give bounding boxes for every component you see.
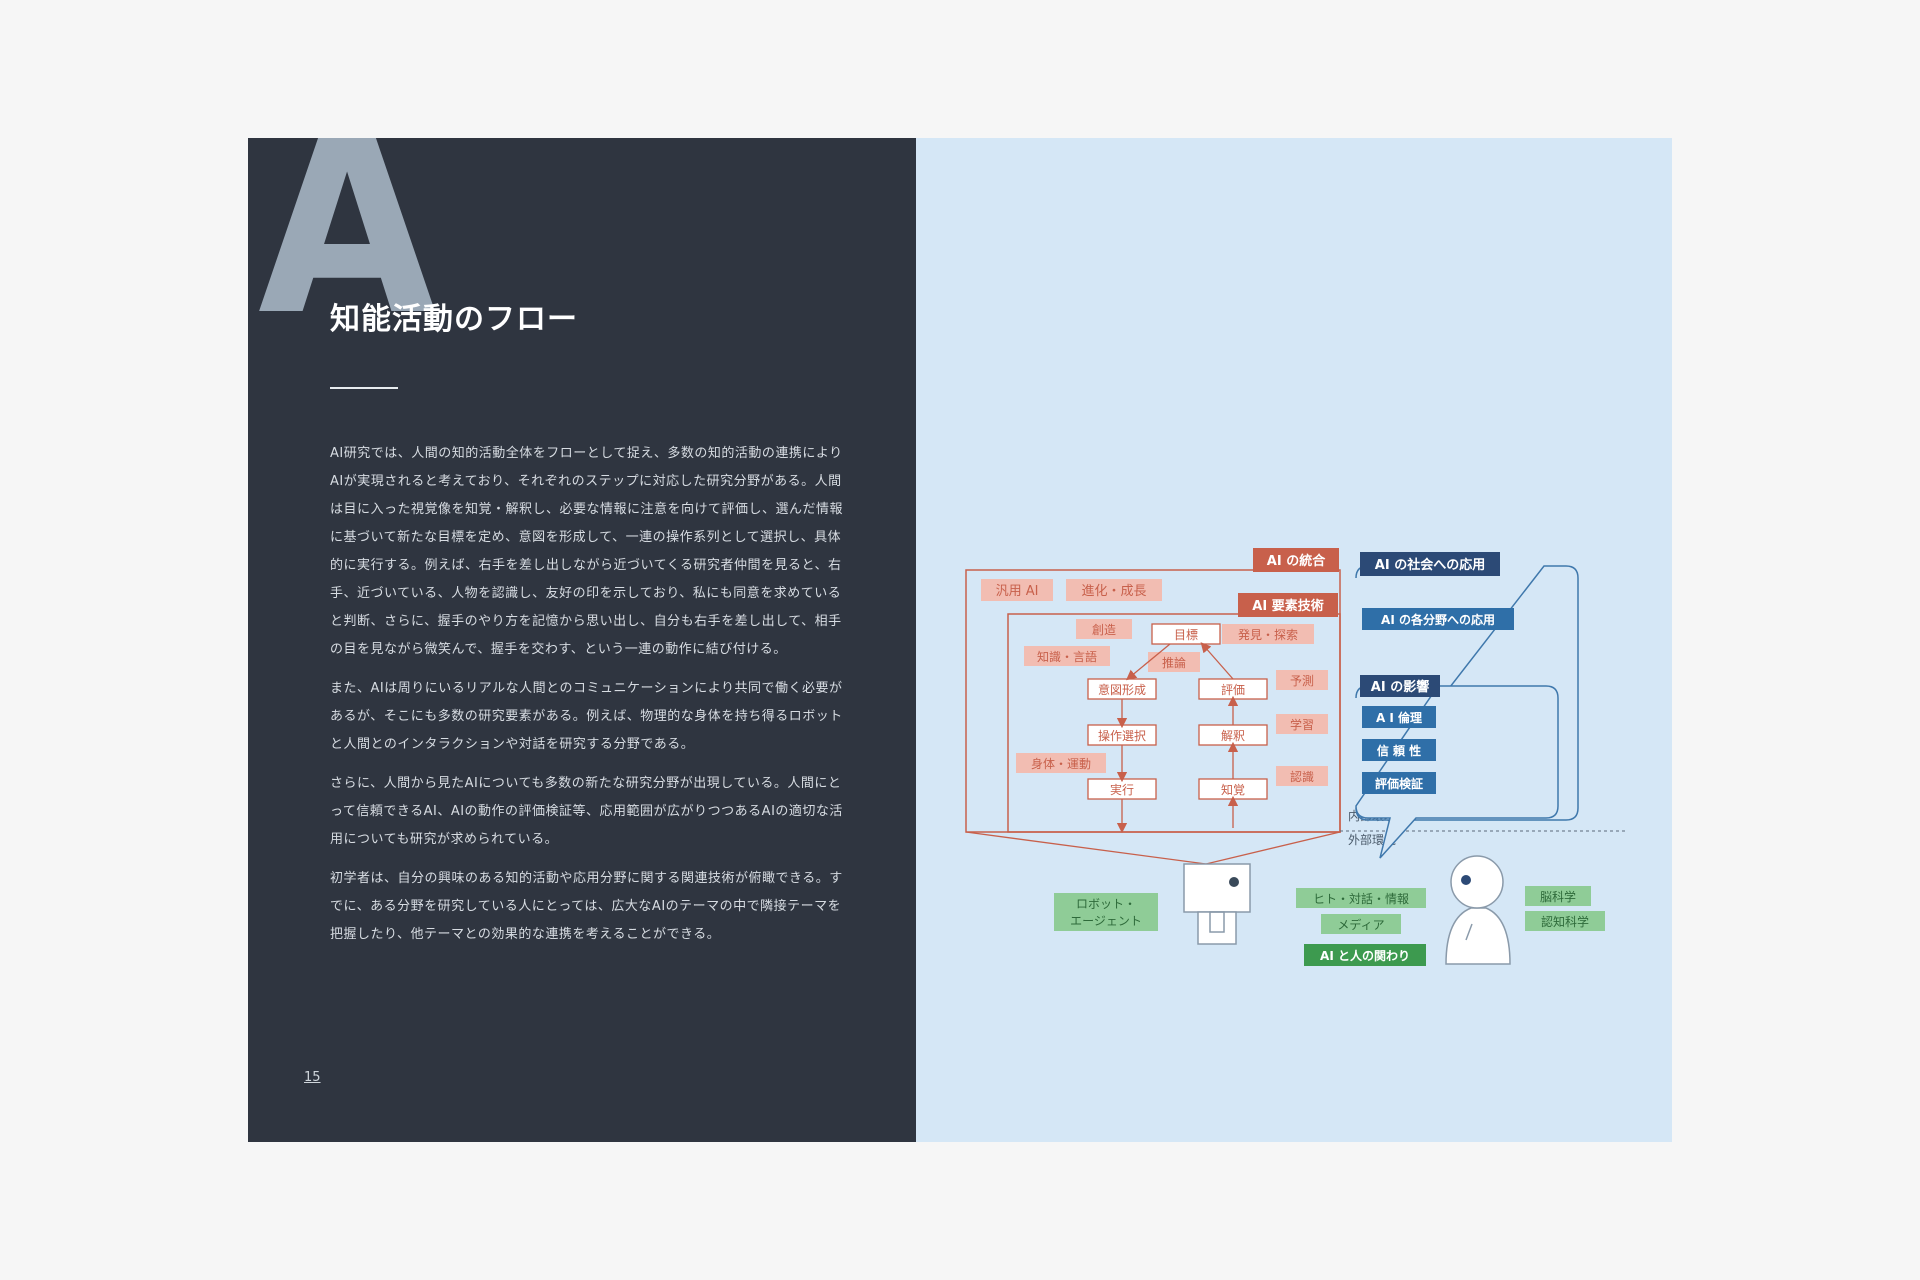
discovery-box xyxy=(1222,624,1314,644)
book-spread: A 知能活動のフロー AI研究では、人間の知的活動全体をフローとして捉え、多数の… xyxy=(248,138,1672,1142)
left-page: A 知能活動のフロー AI研究では、人間の知的活動全体をフローとして捉え、多数の… xyxy=(248,138,916,1142)
trust-box xyxy=(1362,739,1436,761)
integration-header-bg xyxy=(1253,548,1339,572)
recognition-label: 認識 xyxy=(1290,769,1314,784)
social-header: AI の社会への応用 xyxy=(1375,557,1485,573)
media-label: メディア xyxy=(1337,917,1384,932)
flow-arrows xyxy=(1116,642,1239,834)
interpretation-label: 解釈 xyxy=(1221,729,1245,743)
robot-agent-label2: エージェント xyxy=(1070,914,1142,928)
ai-human-label: AI と人の関わり xyxy=(1320,948,1410,963)
robot-connector xyxy=(965,831,1341,865)
execution-label: 実行 xyxy=(1110,782,1134,797)
ai-human-box xyxy=(1304,944,1426,966)
paragraph: AI研究では、人間の知的活動全体をフローとして捉え、多数の知的活動の連携によりA… xyxy=(330,446,844,657)
social-header-bg xyxy=(1360,552,1500,576)
fields-label: AI の各分野への応用 xyxy=(1381,612,1495,627)
prediction-label: 予測 xyxy=(1290,674,1314,688)
body-text: AI研究では、人間の知的活動全体をフローとして捉え、多数の知的活動の連携によりA… xyxy=(330,440,854,960)
media-box xyxy=(1321,914,1401,934)
knowledge-label: 知識・言語 xyxy=(1037,649,1097,664)
impact-header-bg xyxy=(1360,675,1440,697)
cognitive-science-box xyxy=(1525,911,1605,931)
element-header: AI 要素技術 xyxy=(1252,598,1323,614)
operation-label: 操作選択 xyxy=(1098,728,1146,743)
brain-science-box xyxy=(1525,886,1591,906)
inference-label: 推論 xyxy=(1162,655,1186,670)
evolution-box xyxy=(1066,579,1162,601)
ethics-label: A I 倫理 xyxy=(1376,710,1422,725)
creation-label: 創造 xyxy=(1092,623,1116,637)
prediction-box xyxy=(1276,670,1328,690)
flow-diagram: AI の統合 汎用 AI 進化・成長 AI 要素技術 創造 発見・探索 知識・言… xyxy=(965,548,1626,966)
intention-label: 意図形成 xyxy=(1098,682,1146,697)
body-label: 身体・運動 xyxy=(1031,756,1091,771)
element-header-bg xyxy=(1238,593,1338,617)
evaluation-label: 評価 xyxy=(1221,682,1245,697)
brain-science-label: 脳科学 xyxy=(1540,889,1576,904)
evolution-label: 進化・成長 xyxy=(1081,584,1146,599)
verification-box xyxy=(1362,772,1436,794)
cognitive-science-label: 認知科学 xyxy=(1541,914,1589,929)
title-rule xyxy=(330,387,398,389)
big-letter: A xyxy=(258,138,437,370)
goal-box xyxy=(1151,623,1221,645)
perception-label: 知覚 xyxy=(1221,783,1245,797)
robot-agent-label1: ロボット・ xyxy=(1076,897,1136,911)
body-box xyxy=(1016,753,1106,773)
paragraph: また、AIは周りにいるリアルな人間とのコミュニケーションにより共同で働く必要があ… xyxy=(330,681,843,752)
element-frame xyxy=(1007,613,1341,833)
goal-label: 目標 xyxy=(1174,628,1198,642)
discovery-label: 発見・探索 xyxy=(1238,628,1298,642)
integration-header: AI の統合 xyxy=(1267,553,1326,569)
human-dialogue-label: ヒト・対話・情報 xyxy=(1313,891,1409,906)
fields-box-bg xyxy=(1362,608,1514,630)
trust-label: 信 頼 性 xyxy=(1377,743,1421,758)
robot-agent-box xyxy=(1054,893,1158,931)
verification-label: 評価検証 xyxy=(1375,776,1423,791)
robot-icon xyxy=(1183,863,1251,945)
learning-box xyxy=(1276,714,1328,734)
page-number: 15 xyxy=(304,1070,321,1085)
general-ai-box xyxy=(981,579,1053,601)
general-ai-label: 汎用 AI xyxy=(996,584,1039,599)
impact-header: AI の影響 xyxy=(1371,679,1429,695)
creation-box xyxy=(1076,619,1132,639)
learning-label: 学習 xyxy=(1290,717,1314,732)
page-title: 知能活動のフロー xyxy=(330,302,578,337)
knowledge-box xyxy=(1024,646,1110,666)
paragraph: さらに、人間から見たAIについても多数の新たな研究分野が出現している。人間にとっ… xyxy=(330,776,843,847)
human-icon xyxy=(1445,855,1511,965)
recognition-box xyxy=(1276,766,1328,786)
ethics-box xyxy=(1362,706,1436,728)
right-page: AI の統合 汎用 AI 進化・成長 AI 要素技術 創造 発見・探索 知識・言… xyxy=(916,138,1672,1142)
paragraph: 初学者は、自分の興味のある知的活動や応用分野に関する関連技術が俯瞰できる。すでに… xyxy=(330,871,843,942)
inference-box xyxy=(1148,652,1200,672)
human-dialogue-box xyxy=(1296,888,1426,908)
